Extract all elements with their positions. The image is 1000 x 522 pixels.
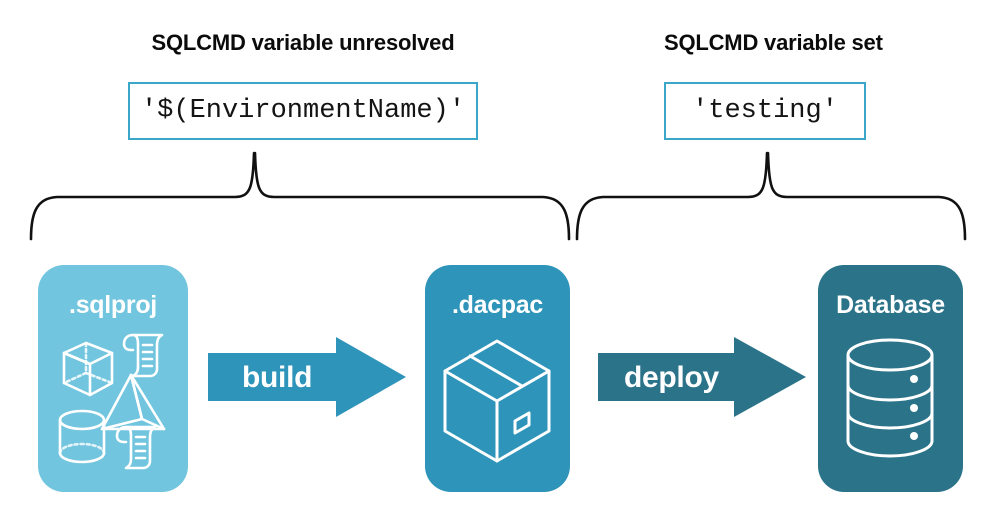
node-card-dacpac: .dacpac — [425, 265, 570, 492]
annotation-heading-deploy: SQLCMD variable set — [664, 30, 883, 55]
pyramid-shape — [100, 373, 166, 431]
annotation-value-box-build: '$(EnvironmentName)' — [128, 82, 478, 140]
database-cylinder-icon — [818, 323, 963, 484]
annotation-value-box-deploy: 'testing' — [664, 82, 866, 140]
node-label-sqlproj: .sqlproj — [69, 291, 157, 319]
project-shapes-icon — [38, 323, 188, 484]
scroll-document-icon-bottom — [115, 425, 157, 470]
arrow-build-shape — [208, 337, 406, 417]
cube-shape — [62, 341, 114, 397]
node-card-sqlproj: .sqlproj — [38, 265, 188, 492]
database-status-dots — [910, 375, 918, 440]
node-card-database: Database — [818, 265, 963, 492]
arrow-label-deploy: deploy — [624, 361, 719, 394]
cylinder-shape — [58, 409, 106, 464]
arrow-label-build: build — [242, 361, 313, 394]
scroll-document-icon-top — [122, 333, 164, 378]
arrow-build: build — [208, 337, 406, 417]
annotation-heading-build: SQLCMD variable unresolved — [151, 30, 455, 55]
brace-layer — [0, 140, 1000, 270]
arrow-deploy: deploy — [598, 337, 806, 417]
node-label-dacpac: .dacpac — [451, 291, 543, 319]
node-label-database: Database — [836, 291, 945, 319]
curly-brace-deploy — [575, 151, 967, 241]
arrow-deploy-shape — [598, 337, 806, 417]
curly-brace-build — [29, 151, 571, 241]
package-box-icon — [425, 323, 570, 484]
